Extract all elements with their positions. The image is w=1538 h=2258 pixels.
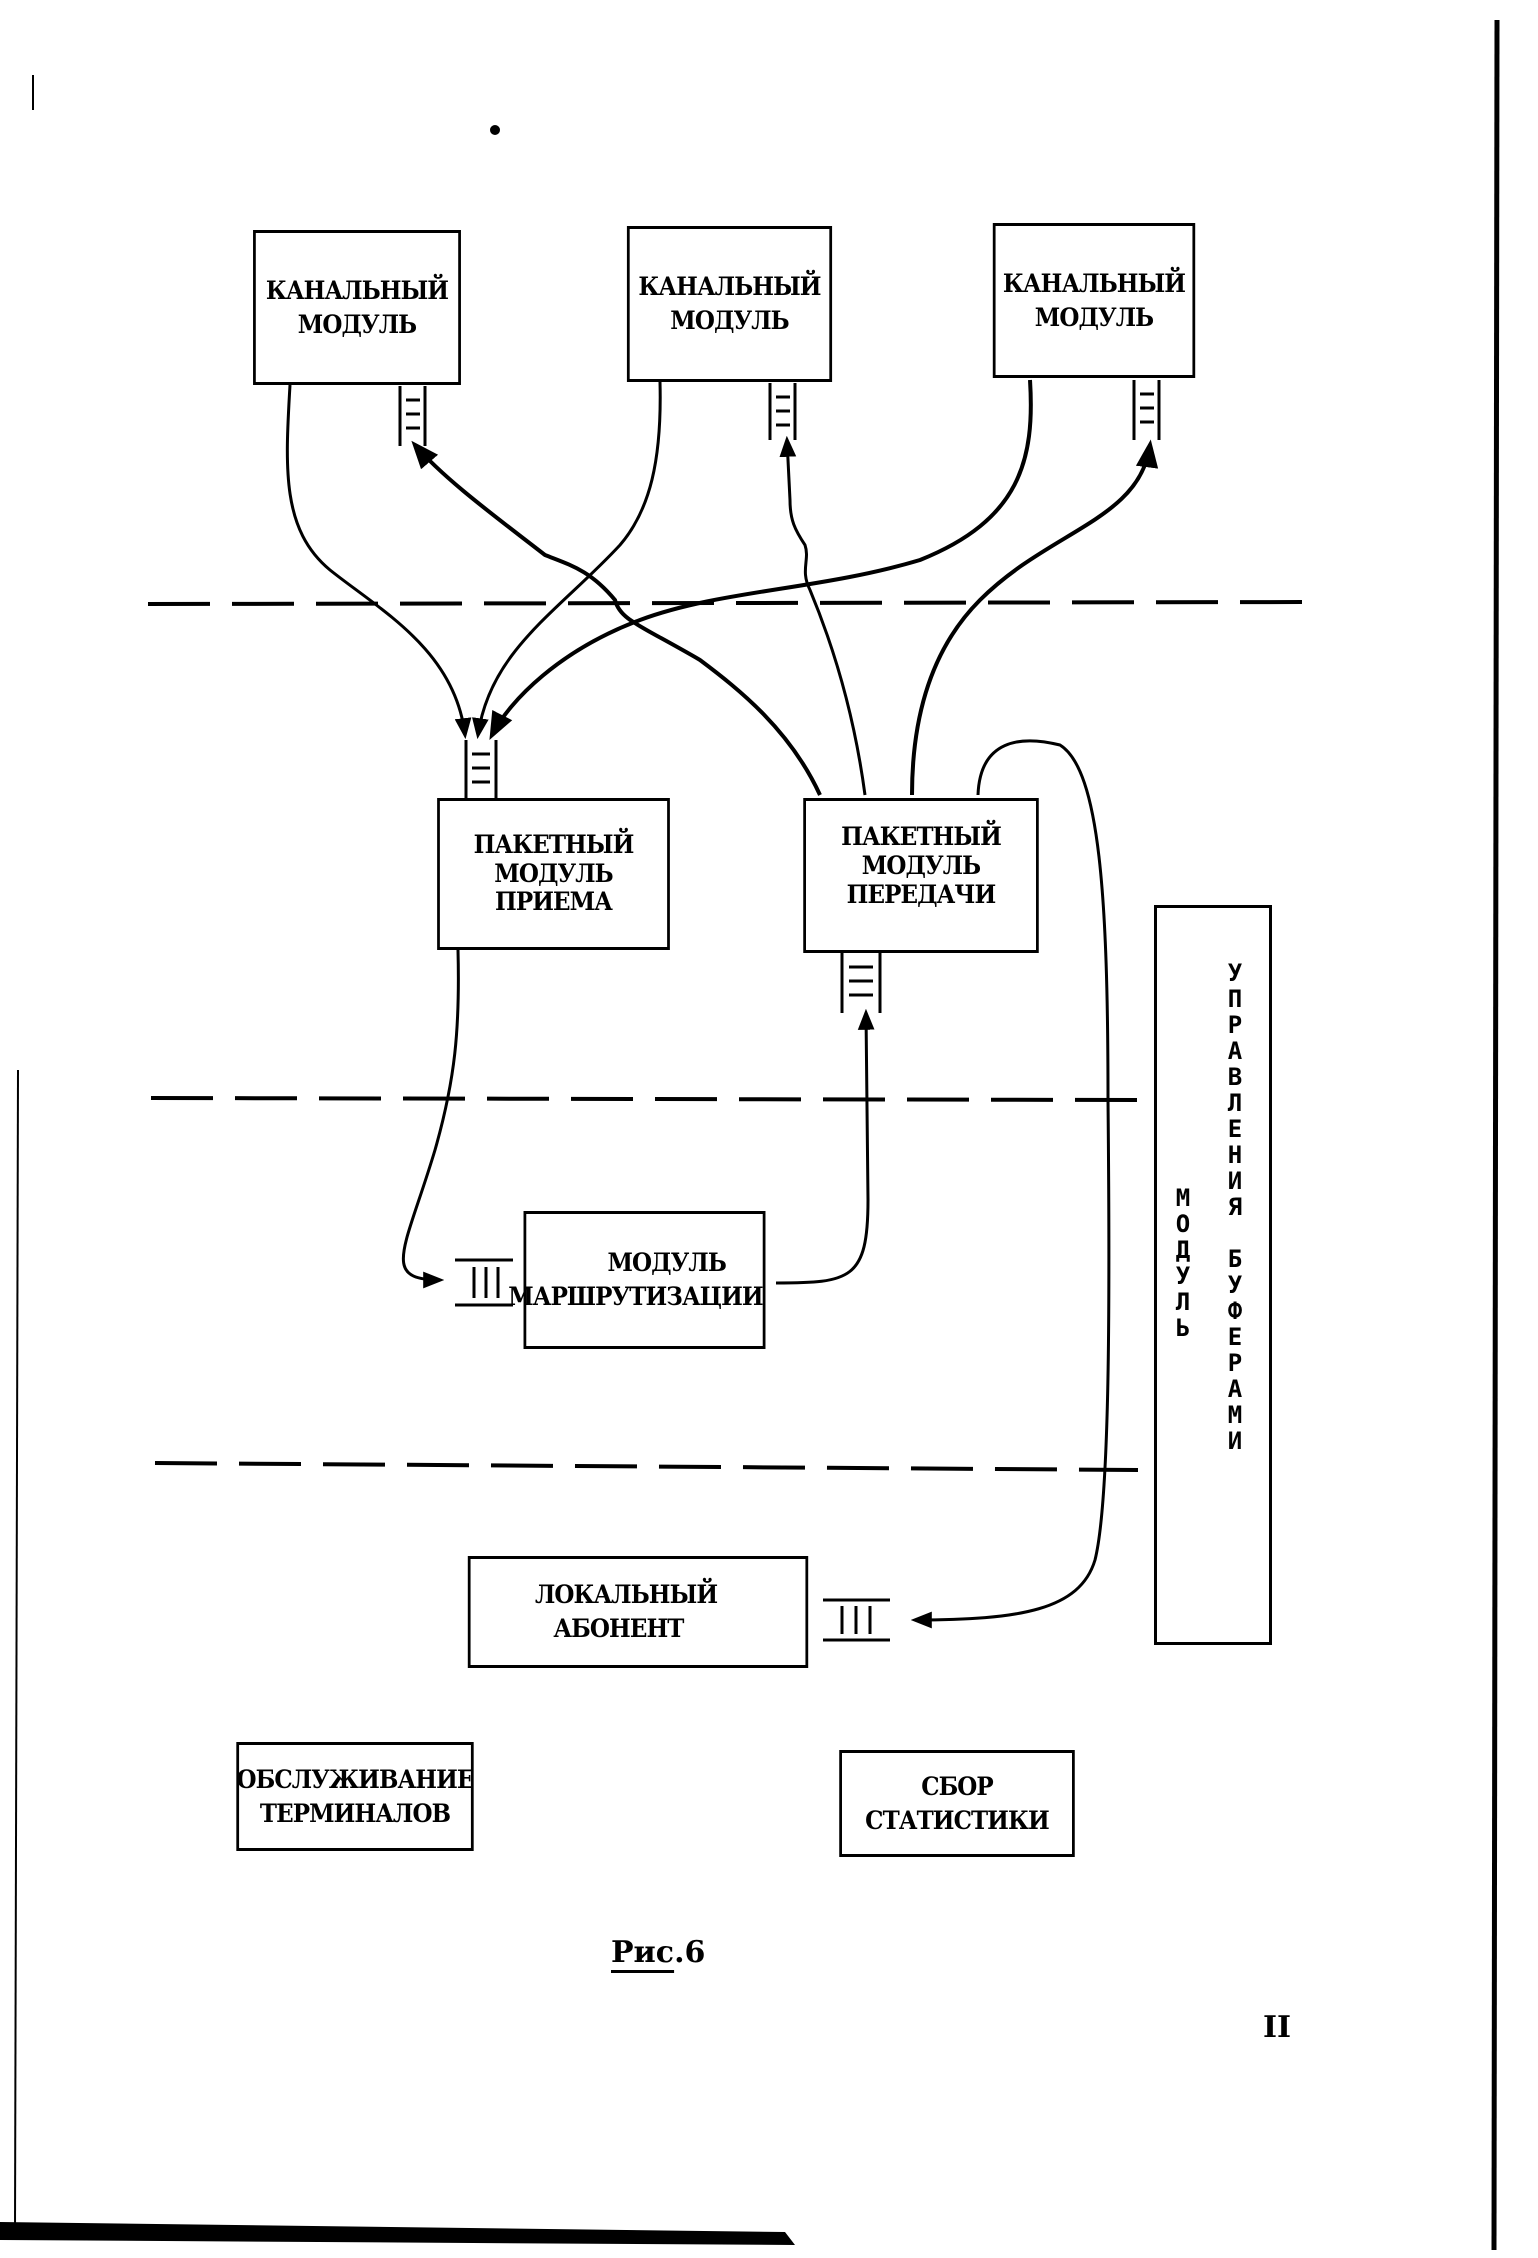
connection-transmit-to-channel1 [411,440,822,796]
buffer-management-letter: Р [1227,1349,1243,1377]
page-number: II [1263,2010,1292,2045]
buffer-management-letter: А [1227,1375,1243,1403]
channel-module-3-line1: КАНАЛЬНЫЙ [1002,268,1186,298]
buffer-management-letter: Л [1175,1288,1191,1316]
channel-module-3-line2: МОДУЛЬ [1034,302,1154,332]
buffer-management-letter: И [1227,1427,1243,1455]
statistics-line2: СТАТИСТИКИ [865,1805,1050,1835]
channel-module-2-line2: МОДУЛЬ [670,306,789,335]
buffer-management-letter: В [1227,1063,1243,1091]
layer-separator-2 [150,1096,1139,1102]
local-subscriber-module: ЛОКАЛЬНЫЙ АБОНЕНТ [467,1556,809,1668]
buffer-management-letter: П [1227,985,1243,1013]
buffer-management-letter: Р [1227,1011,1243,1039]
buffer-management-letter: Е [1227,1115,1243,1143]
page-left-border [14,1069,19,2231]
packet-transmit-module: ПАКЕТНЫЙ МОДУЛЬ ПЕРЕДАЧИ [803,798,1039,953]
buffer-management-letter: М [1227,1401,1243,1429]
routing-line1: МОДУЛЬ [607,1248,726,1278]
figure-caption-prefix: Рис [611,1935,675,1970]
queue-channel-2 [768,383,797,440]
queue-local-subscriber [823,1598,890,1642]
queue-channel-3 [1132,380,1161,440]
layer-separator-1 [147,600,1309,606]
queue-packet-transmit [840,953,882,1013]
buffer-management-letter: Ь [1175,1314,1191,1342]
connection-transmit-to-local [910,739,1111,1629]
packet-receive-line2: МОДУЛЬ [494,858,613,888]
queue-packet-receive [464,740,498,798]
figure-caption-suffix: .6 [674,1935,706,1970]
packet-transmit-line1: ПАКЕТНЫЙ [841,822,1002,851]
terminal-service-line1: ОБСЛУЖИВАНИЕ [236,1764,474,1794]
buffer-management-letter: У [1227,959,1243,987]
buffer-management-letter: Н [1227,1141,1243,1169]
channel-module-1: КАНАЛЬНЫЙ МОДУЛЬ [253,230,461,385]
channel-module-3: КАНАЛЬНЫЙ МОДУЛЬ [992,223,1196,378]
local-subscriber-line1: ЛОКАЛЬНЫЙ [534,1580,718,1610]
connection-receive-to-routing [401,949,460,1289]
connection-channel2-to-receive [472,381,662,740]
figure-caption: Рис.6 [611,1935,705,1970]
buffer-management-letter: У [1175,1262,1191,1290]
channel-module-2-line1: КАНАЛЬНЫЙ [638,272,821,302]
packet-transmit-line2: МОДУЛЬ [861,850,981,880]
buffer-management-letter [1228,1220,1242,1246]
buffer-management-letter: М [1175,1184,1191,1212]
local-subscriber-line2: АБОНЕНТ [553,1614,684,1643]
buffer-management-letter: О [1175,1210,1191,1238]
connection-transmit-to-channel3 [910,439,1159,796]
connection-routing-to-transmit [775,1008,875,1285]
buffer-management-letter: А [1227,1037,1243,1065]
buffer-management-letter: Я [1227,1193,1243,1221]
buffer-management-module [1154,905,1272,1645]
connection-transmit-to-channel2 [779,435,867,796]
speck [490,125,500,135]
buffer-management-letter: Ф [1227,1297,1243,1325]
routing-module: МОДУЛЬ МАРШРУТИЗАЦИИ [508,1211,766,1349]
buffer-management-letter: Б [1227,1245,1243,1273]
routing-line2: МАРШРУТИЗАЦИИ [508,1282,763,1311]
packet-receive-module: ПАКЕТНЫЙ МОДУЛЬ ПРИЕМА [437,798,670,950]
page-right-border [1491,19,1500,2251]
channel-module-2: КАНАЛЬНЫЙ МОДУЛЬ [626,226,833,382]
buffer-management-letter: Е [1227,1323,1243,1351]
packet-receive-line3: ПРИЕМА [495,887,613,917]
layer-separator-3 [154,1461,1139,1472]
buffer-management-letter: Д [1175,1236,1191,1264]
queue-channel-1 [398,386,427,446]
queue-routing [455,1258,513,1307]
packet-receive-line1: ПАКЕТНЫЙ [473,829,635,859]
buffer-management-letter: У [1227,1271,1243,1299]
statistics-line1: СБОР [921,1771,994,1801]
terminal-service-module: ОБСЛУЖИВАНИЕ ТЕРМИНАЛОВ [236,1742,474,1851]
connection-channel1-to-receive [285,384,472,740]
statistics-module: СБОР СТАТИСТИКИ [839,1750,1075,1857]
terminal-service-line2: ТЕРМИНАЛОВ [259,1798,451,1828]
packet-transmit-line3: ПЕРЕДАЧИ [846,879,997,909]
page-bottom-border [0,2222,795,2245]
channel-module-1-line2: МОДУЛЬ [297,309,417,339]
buffer-management-letter: Л [1227,1089,1243,1117]
channel-module-1-line1: КАНАЛЬНЫЙ [265,275,449,305]
buffer-management-letter: И [1227,1167,1243,1195]
connection-channel3-to-receive [489,379,1033,740]
